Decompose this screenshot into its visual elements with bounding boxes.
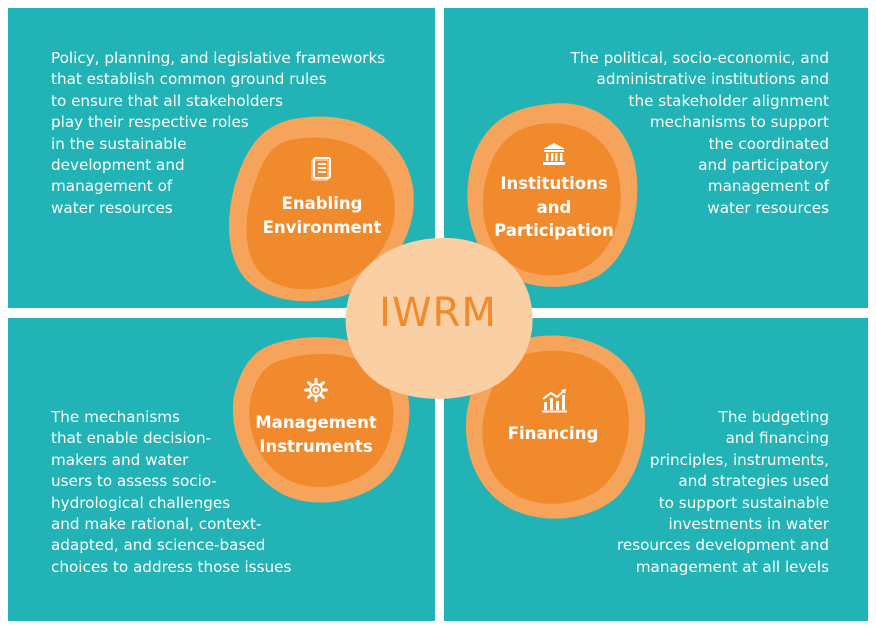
center-blob	[345, 237, 533, 399]
description-line: the coordinated	[708, 134, 829, 153]
petal-inner-shape	[249, 353, 394, 487]
management-instruments-label: Management Instruments	[255, 411, 376, 458]
description-line: resources development and	[616, 536, 829, 555]
petal-inner-shape	[246, 137, 395, 290]
description-line: play their respective roles	[51, 113, 249, 132]
description-line: management of	[51, 177, 173, 196]
description-line: hydrological challenges	[51, 493, 231, 512]
label-line: Management	[255, 413, 377, 432]
enabling-environment-description: Policy, planning, and legislative framew…	[51, 48, 385, 219]
description-line: The budgeting	[718, 408, 829, 426]
institution-building-icon	[543, 143, 565, 165]
description-line: to support sustainable	[658, 493, 829, 512]
financing-description: The budgeting and financing principles, …	[617, 407, 829, 578]
description-line: management at all levels	[635, 557, 829, 576]
petal-institutions-participation	[467, 103, 638, 287]
description-line: users to assess socio-	[51, 472, 217, 491]
label-line: Instruments	[259, 436, 373, 456]
label-line: Financing	[507, 424, 599, 443]
description-line: the stakeholder alignment	[628, 91, 829, 110]
label-line: Participation	[494, 221, 614, 240]
description-line: and participatory	[698, 156, 829, 175]
description-line: to ensure that all stakeholders	[51, 91, 283, 110]
description-line: that enable decision-	[51, 429, 212, 448]
description-line: adapted, and science-based	[51, 536, 266, 555]
gear-icon	[304, 378, 328, 402]
management-instruments-description: The mechanisms that enable decision- mak…	[51, 407, 291, 578]
document-list-icon	[311, 157, 331, 181]
petal-inner-shape	[482, 350, 629, 504]
description-line: development and	[51, 156, 185, 175]
petal-financing	[465, 335, 646, 519]
institutions-participation-description: The political, socio-economic, and admin…	[571, 48, 829, 219]
label-line: and	[536, 197, 572, 217]
description-line: management of	[707, 177, 829, 196]
description-line: and make rational, context-	[51, 515, 262, 534]
institutions-participation-label: Institutions and Participation	[494, 172, 613, 243]
description-line: investments in water	[668, 515, 829, 534]
label-line: Enabling	[281, 194, 363, 213]
description-line: principles, instruments,	[649, 450, 829, 469]
description-line: in the sustainable	[51, 134, 187, 153]
description-line: makers and water	[51, 450, 189, 469]
enabling-environment-label: Enabling Environment	[263, 192, 382, 239]
description-line: choices to address those issues	[51, 557, 292, 576]
description-line: and strategies used	[678, 472, 829, 491]
description-line: Policy, planning, and legislative framew…	[51, 49, 386, 67]
petal-management-instruments	[232, 337, 410, 503]
description-line: The mechanisms	[51, 408, 180, 426]
label-line: Institutions	[500, 174, 608, 193]
description-line: water resources	[707, 198, 829, 217]
iwrm-center-label: IWRM	[379, 290, 497, 336]
description-line: that establish common ground rules	[51, 70, 327, 89]
financing-label: Financing	[508, 422, 599, 446]
growth-chart-icon	[542, 389, 567, 413]
description-line: mechanisms to support	[649, 113, 829, 132]
petal-enabling-environment	[229, 116, 414, 302]
description-line: and financing	[725, 429, 829, 448]
description-line: administrative institutions and	[596, 70, 829, 89]
label-line: Environment	[262, 217, 382, 237]
petal-inner-shape	[482, 123, 621, 276]
description-line: water resources	[51, 198, 173, 217]
description-line: The political, socio-economic, and	[570, 49, 829, 67]
